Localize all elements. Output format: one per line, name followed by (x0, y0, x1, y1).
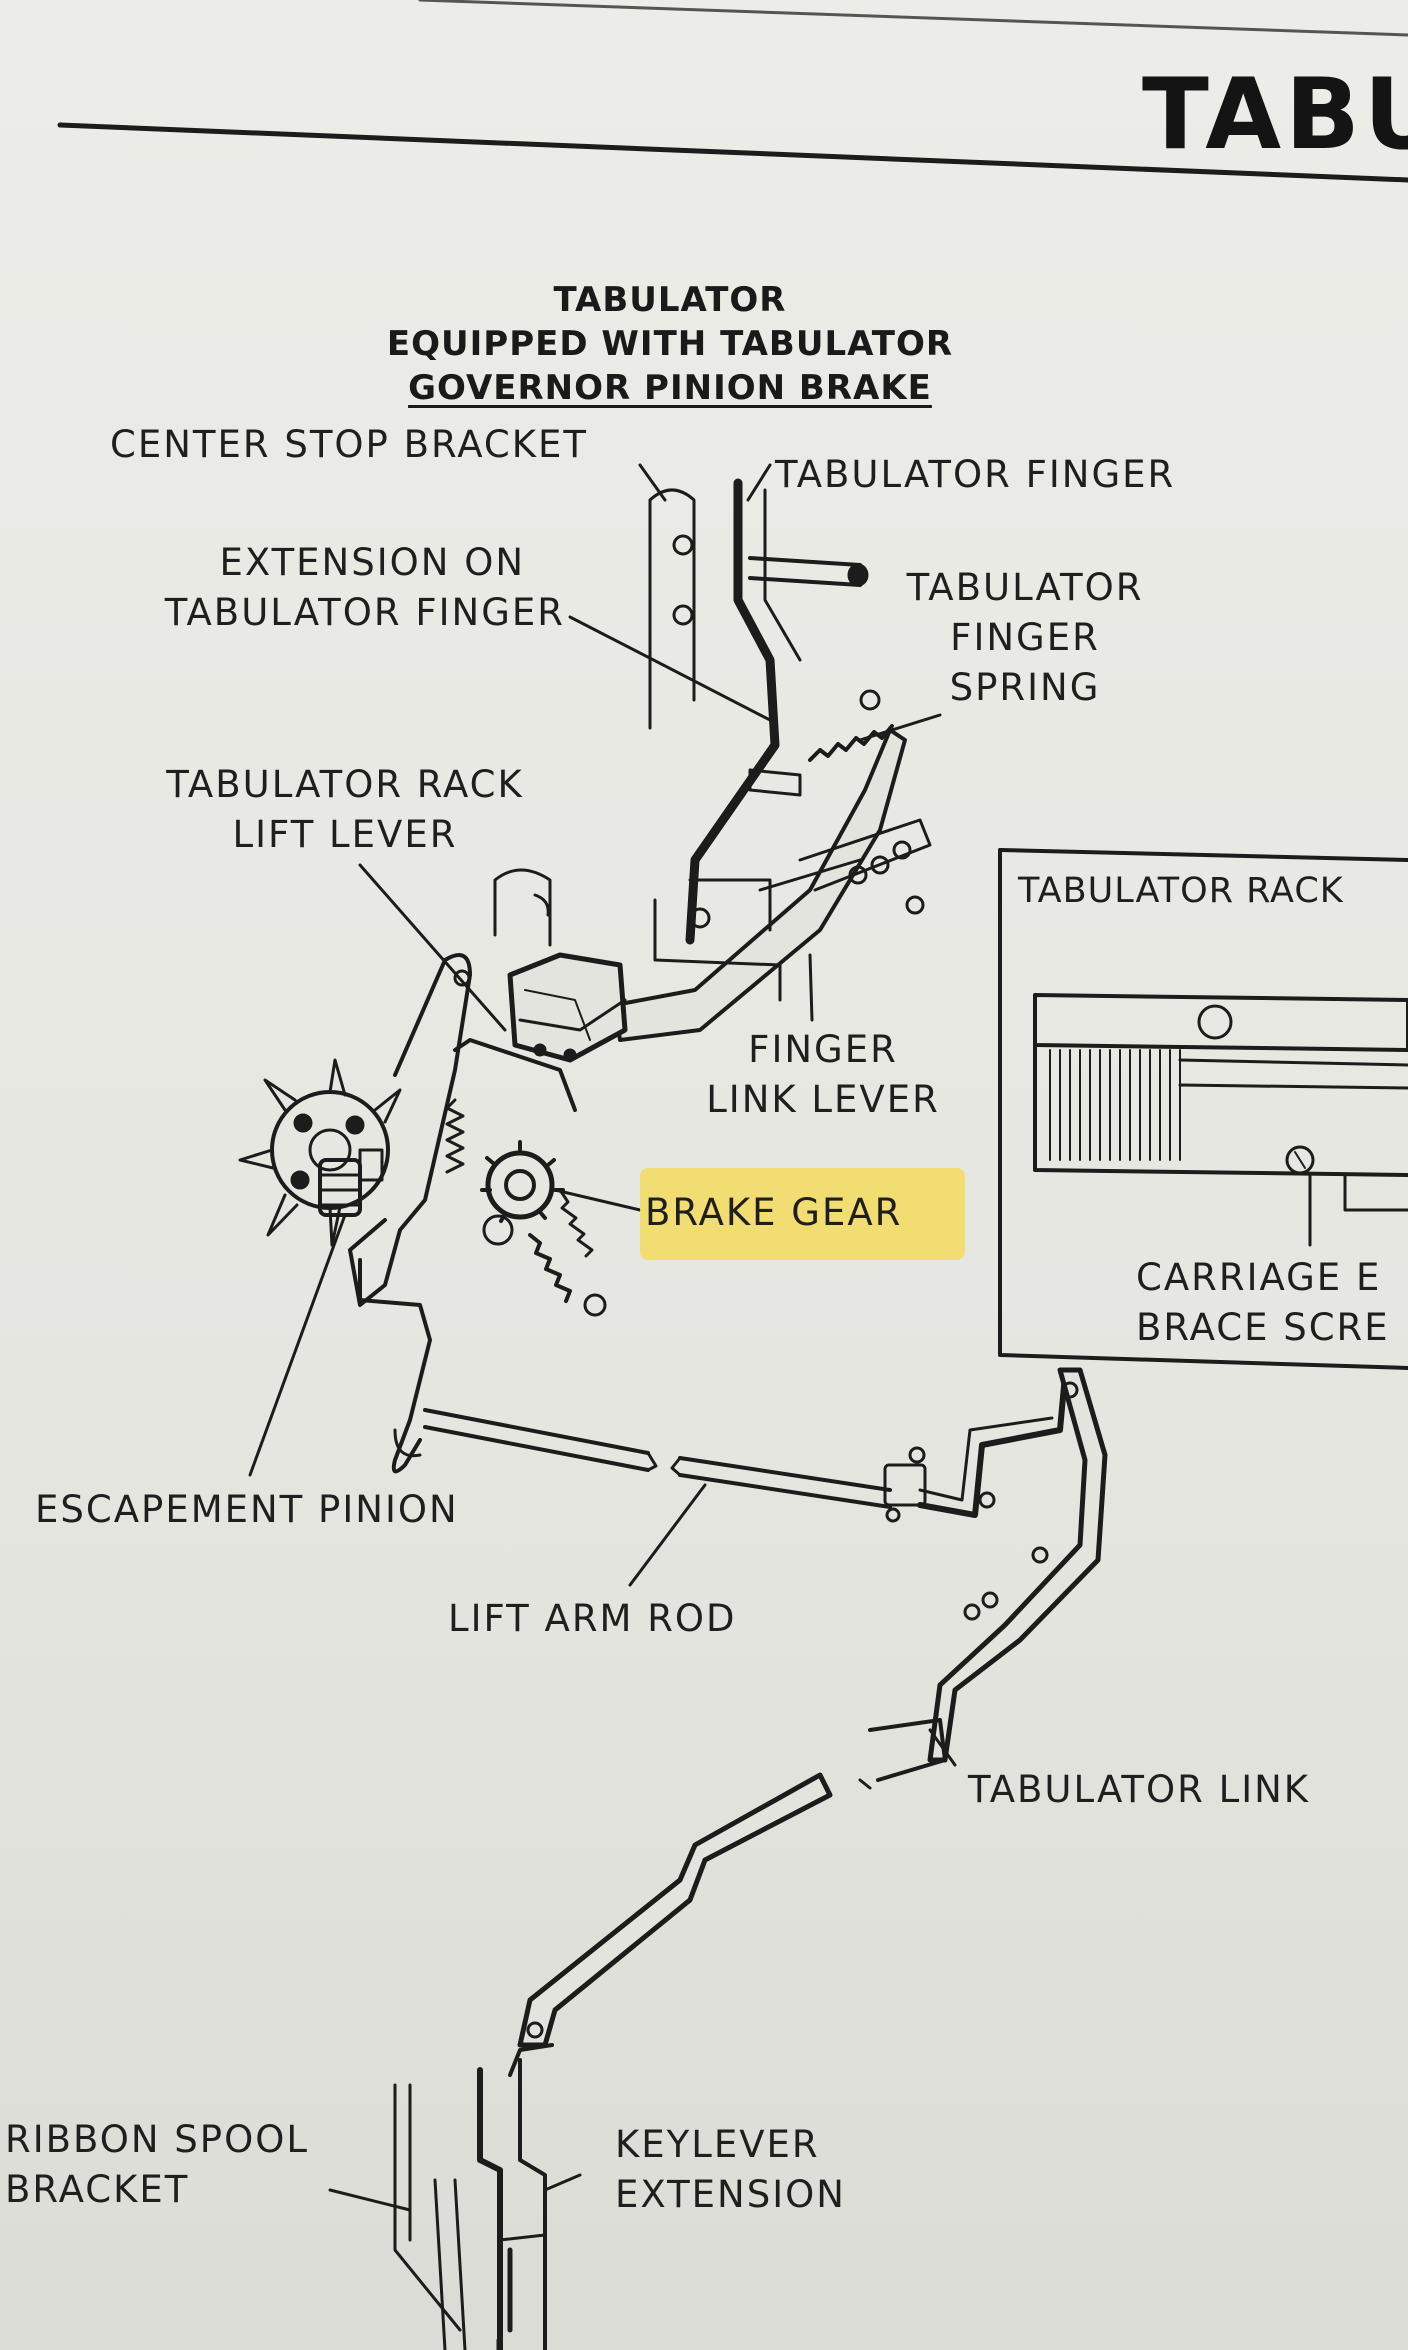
label-center-stop-bracket: CENTER STOP BRACKET (110, 423, 588, 466)
label-finger-spring-line2: FINGER (950, 616, 1100, 659)
label-finger-link-line1: FINGER (748, 1028, 898, 1071)
page-heading: TABU (1142, 58, 1408, 172)
inset-title: TABULATOR RACK (1018, 871, 1344, 911)
label-tabulator-link: TABULATOR LINK (968, 1768, 1311, 1811)
rack-lift-lever-block (453, 952, 628, 1112)
label-carriage-end-brace-screw: CARRIAGE E BRACE SCRE (1136, 1253, 1390, 1353)
label-finger-link-line2: LINK LEVER (706, 1078, 940, 1121)
label-finger-link-lever: FINGER LINK LEVER (688, 1025, 958, 1125)
diagram-title-line3: GOVERNOR PINION BRAKE (408, 368, 932, 408)
diagram-title-line1: TABULATOR (553, 280, 787, 320)
leader-lines (248, 463, 957, 2212)
label-keylever-line1: KEYLEVER (615, 2123, 820, 2166)
lever-springs (445, 1098, 607, 1317)
inset-box (998, 848, 1408, 1370)
tabulator-link-bar (508, 1718, 947, 2077)
label-finger-spring-line3: SPRING (949, 666, 1101, 709)
escapement-plate (348, 953, 472, 1474)
inset-rack-drawing (1033, 993, 1408, 1247)
label-rack-lift-line2: LIFT LEVER (232, 813, 458, 856)
label-extension-on-tabulator-finger: EXTENSION ON TABULATOR FINGER (120, 538, 565, 638)
label-extension-line2: TABULATOR FINGER (164, 591, 565, 634)
label-tabulator-finger-spring: TABULATOR FINGER SPRING (895, 563, 1155, 713)
label-ribbon-spool-line2: BRACKET (5, 2168, 190, 2211)
label-lift-arm-rod: LIFT ARM ROD (448, 1597, 737, 1640)
label-carriage-line1: CARRIAGE E (1136, 1256, 1382, 1299)
main-bracket (493, 868, 782, 1002)
brake-gear (480, 1140, 565, 1246)
label-extension-line1: EXTENSION ON (219, 541, 525, 584)
lift-arm-rod (423, 1408, 927, 1523)
label-brake-gear: BRAKE GEAR (645, 1191, 903, 1234)
label-keylever-line2: EXTENSION (615, 2173, 846, 2216)
label-carriage-line2: BRACE SCRE (1136, 1306, 1390, 1349)
center-stop-bracket (648, 488, 696, 730)
label-escapement-pinion: ESCAPEMENT PINION (35, 1488, 459, 1531)
label-ribbon-spool-bracket: RIBBON SPOOL BRACKET (5, 2115, 309, 2215)
top-border (418, 0, 1408, 37)
star-wheel (238, 1058, 402, 1247)
finger-link-lever (613, 728, 932, 1042)
label-tabulator-rack-lift-lever: TABULATOR RACK LIFT LEVER (135, 760, 555, 860)
label-finger-spring-line1: TABULATOR (906, 566, 1144, 609)
label-tabulator-finger: TABULATOR FINGER (775, 453, 1176, 496)
label-ribbon-spool-line1: RIBBON SPOOL (5, 2118, 309, 2161)
label-keylever-extension: KEYLEVER EXTENSION (615, 2120, 846, 2220)
tabulator-finger (685, 478, 869, 945)
escapement-pinion (318, 1148, 384, 1217)
diagram-title: TABULATOR EQUIPPED WITH TABULATOR GOVERN… (370, 278, 970, 410)
label-rack-lift-line1: TABULATOR RACK (166, 763, 524, 806)
keylever-extension (393, 2058, 547, 2350)
lift-arm-crank (917, 1367, 1108, 1763)
diagram-title-line2: EQUIPPED WITH TABULATOR (386, 324, 954, 364)
brake-gear-highlight (640, 1168, 965, 1260)
top-rule (57, 122, 1408, 183)
